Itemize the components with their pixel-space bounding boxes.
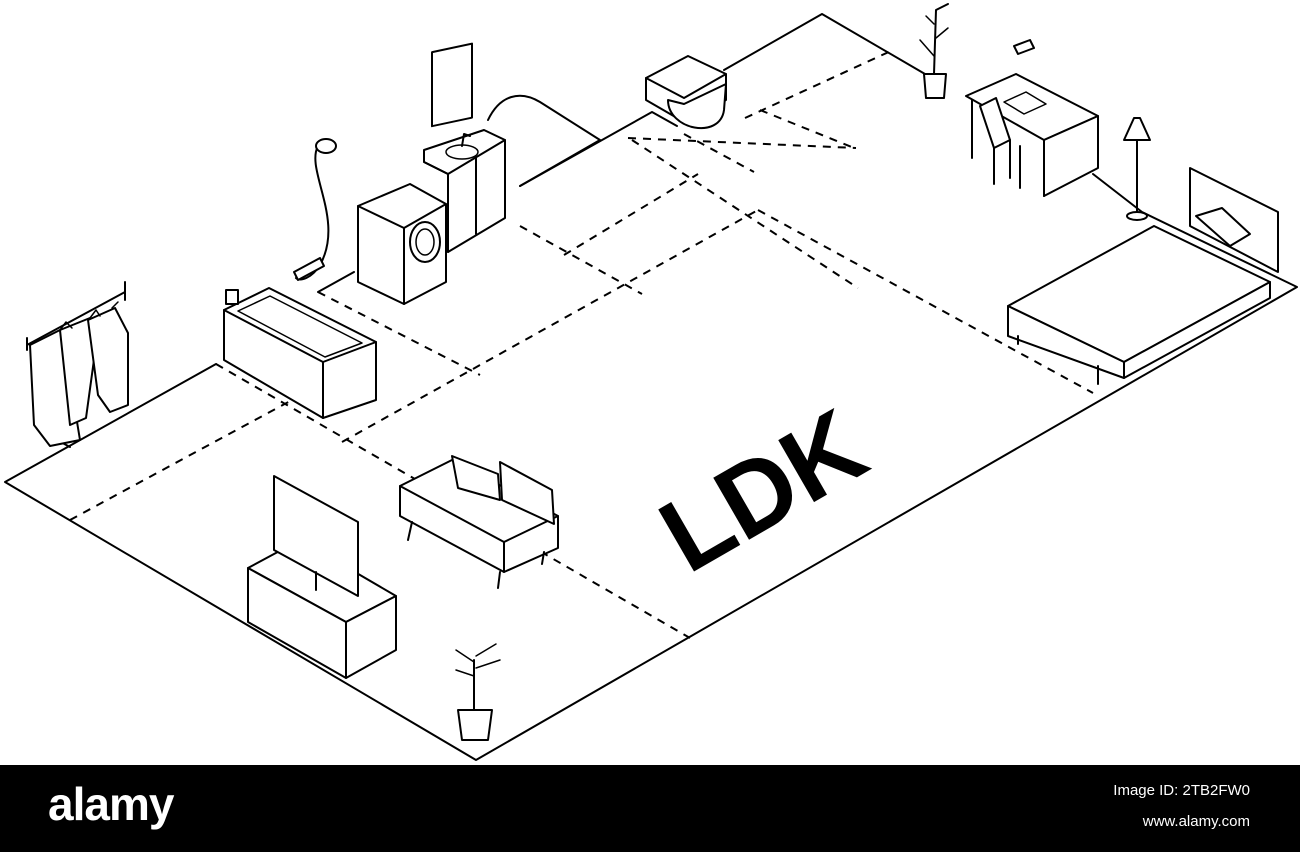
potted-plant-icon: [919, 3, 949, 99]
floor-outline: [4, 13, 1298, 761]
vanity-sink-icon: [423, 42, 506, 253]
image-id-text: Image ID: 2TB2FW0: [1113, 782, 1250, 799]
sofa-icon: [399, 455, 559, 589]
tv-stand-icon: [247, 539, 397, 679]
watermark-url: www.alamy.com: [1142, 813, 1250, 830]
shower-head-icon: [293, 138, 337, 281]
washing-machine-icon: [357, 183, 447, 305]
desk-icon: [965, 39, 1099, 197]
bathtub-icon: [223, 287, 377, 419]
floor-plan-illustration: LDK: [4, 3, 1298, 761]
floor-label: LDK: [642, 388, 885, 595]
clothes-rack-icon: [26, 281, 129, 447]
door-swing: [487, 94, 601, 187]
toilet-icon: [645, 55, 727, 129]
tv-icon: [273, 475, 359, 597]
small-plant-icon: [455, 643, 501, 741]
bed-icon: [1007, 167, 1279, 385]
watermark-bar: alamy Image ID: 2TB2FW0 www.alamy.com: [0, 765, 1300, 852]
chair-icon: [979, 97, 1021, 189]
floor-lamp-icon: [1123, 117, 1151, 221]
logo: alamy: [48, 778, 174, 830]
